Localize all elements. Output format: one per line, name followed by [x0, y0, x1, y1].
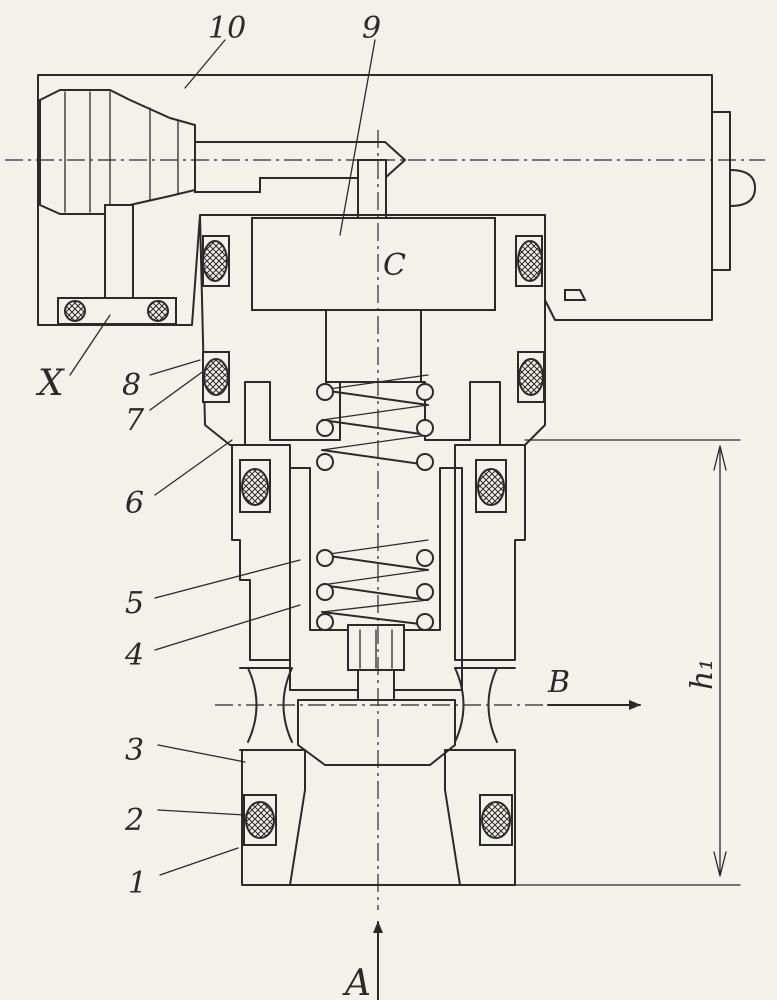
flow-arrows: [373, 700, 641, 1000]
part-labels: 10 9 C X 8 7 6 5 4 3 2 1 B A h₁: [35, 11, 720, 1000]
label-part-1: 1: [128, 866, 147, 901]
label-flow-a: A: [342, 963, 371, 1000]
dimension-h1: [514, 439, 741, 886]
top-body-part-10: [37, 74, 756, 326]
label-dimension-h1: h₁: [685, 659, 720, 690]
label-part-5: 5: [125, 586, 144, 621]
label-part-10: 10: [208, 11, 246, 46]
center-lines: [5, 130, 765, 910]
valve-cup-part-4: [289, 467, 463, 691]
label-part-2: 2: [124, 803, 144, 838]
label-chamber-c: C: [383, 248, 406, 283]
valve-disc: [297, 669, 456, 766]
label-part-6: 6: [125, 486, 144, 521]
label-part-9: 9: [362, 11, 381, 46]
label-port-x: X: [35, 363, 65, 404]
spring-part-5: [316, 374, 434, 631]
label-part-7: 7: [125, 403, 145, 438]
piston-part-6: [199, 214, 546, 446]
leader-lines: [69, 39, 376, 876]
label-part-4: 4: [124, 638, 144, 673]
label-flow-b: B: [547, 665, 570, 700]
label-part-3: 3: [125, 733, 144, 768]
label-part-8: 8: [122, 368, 141, 403]
